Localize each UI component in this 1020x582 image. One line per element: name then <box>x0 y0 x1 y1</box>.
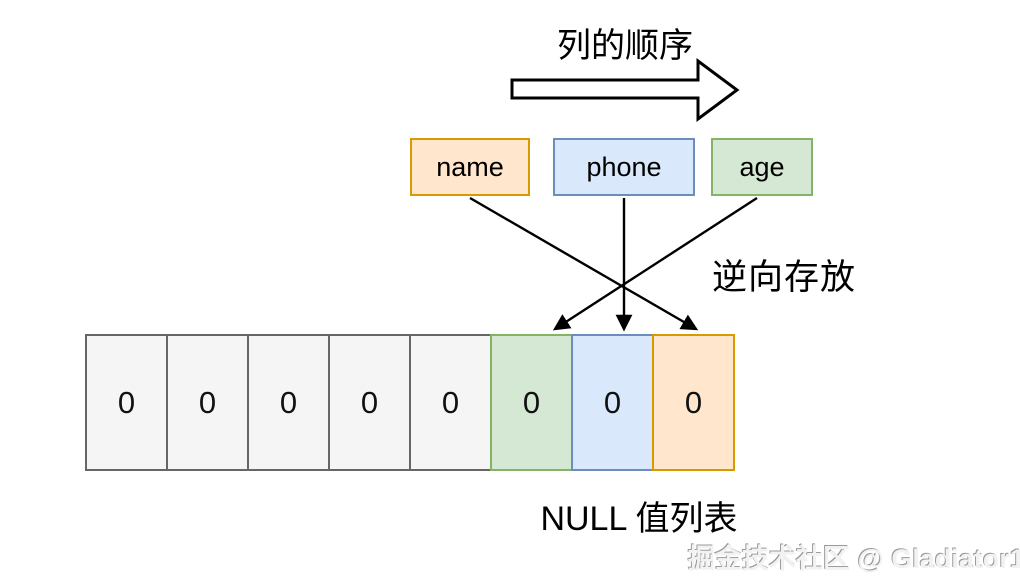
null-bitmap-cell: 0 <box>166 334 249 471</box>
null-bitmap-cell: 0 <box>247 334 330 471</box>
column-box-age: age <box>711 138 813 196</box>
null-bitmap-cell-name: 0 <box>652 334 735 471</box>
column-box-name-label: name <box>436 151 504 182</box>
column-order-label: 列的顺序 <box>557 27 693 65</box>
null-bitmap-row: 0 0 0 0 0 0 0 0 <box>85 334 735 471</box>
column-box-phone: phone <box>553 138 695 196</box>
column-box-phone-label: phone <box>586 151 662 182</box>
watermark-text: 掘金技术社区 @ Gladiator1 <box>688 544 1020 574</box>
column-order-arrow-icon <box>510 58 740 122</box>
null-bitmap-cell-age: 0 <box>490 334 573 471</box>
reverse-storage-label: 逆向存放 <box>712 258 857 297</box>
null-bitmap-cell-phone: 0 <box>571 334 654 471</box>
arrow-name-to-cell <box>469 196 699 331</box>
null-bitmap-cell: 0 <box>85 334 168 471</box>
column-box-name: name <box>410 138 530 196</box>
null-list-caption: NULL 值列表 <box>540 500 738 538</box>
null-bitmap-cell: 0 <box>328 334 411 471</box>
column-box-age-label: age <box>739 151 785 182</box>
null-bitmap-cell: 0 <box>409 334 492 471</box>
